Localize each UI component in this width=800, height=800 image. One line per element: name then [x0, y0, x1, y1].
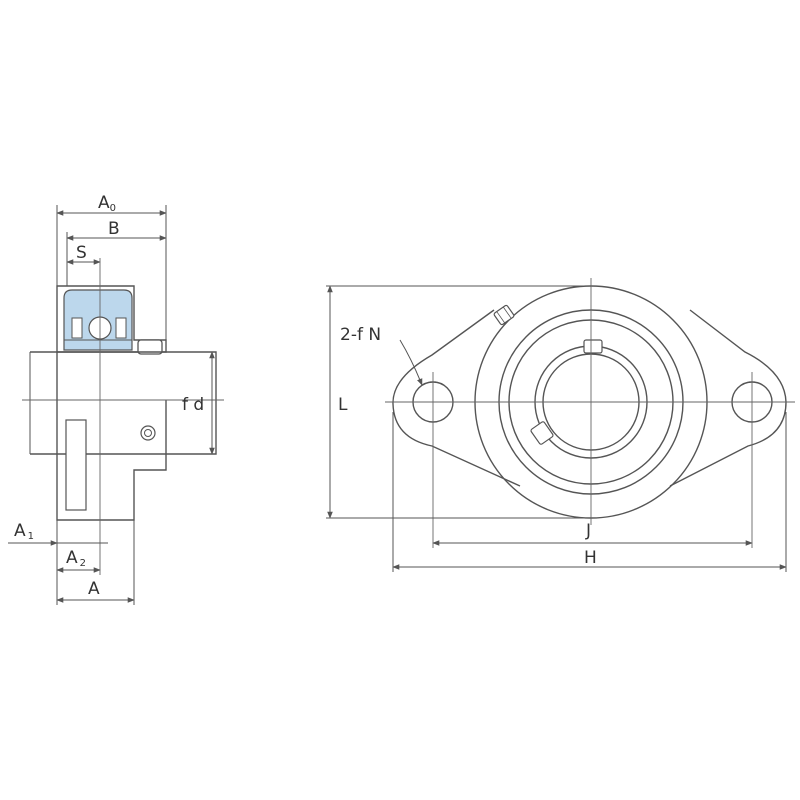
- label-fd: f d: [182, 395, 204, 415]
- seal-right: [115, 317, 127, 339]
- grease-fitting: [493, 304, 515, 326]
- label-b: B: [108, 219, 120, 239]
- label-h: H: [584, 548, 597, 568]
- label-a0: A0: [98, 193, 116, 214]
- label-l: L: [338, 395, 348, 415]
- shaft: [30, 351, 217, 455]
- housing-slot: [65, 419, 87, 511]
- label-j: J: [585, 521, 591, 541]
- set-screw-side: [530, 421, 554, 445]
- grease-nipple: [140, 425, 156, 441]
- label-2fn: 2-f N: [340, 325, 381, 345]
- set-screw: [137, 339, 163, 355]
- seal-left: [71, 317, 83, 339]
- label-s: S: [76, 243, 87, 263]
- leader-2fn: [399, 339, 423, 386]
- front-view: 2-f N L J H: [326, 278, 795, 572]
- set-screw-top: [583, 339, 603, 354]
- label-a: A: [88, 579, 100, 599]
